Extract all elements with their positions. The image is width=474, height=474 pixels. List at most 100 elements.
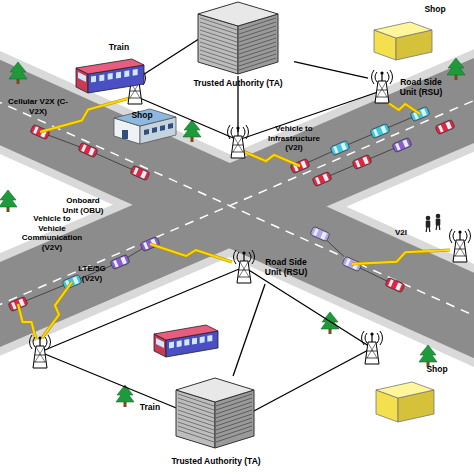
network-line [135,35,205,80]
vehicle-window [355,160,360,168]
vehicle-window [402,139,408,147]
wireless-bolt [150,244,232,262]
train-art [74,56,146,96]
vehicle-body [330,140,350,155]
train: Train [72,40,146,98]
wireless-bolt [352,250,450,264]
lane-marking [0,80,474,338]
train-window [184,339,189,346]
tower-brace [377,82,386,97]
annotation-label: V2I [386,228,416,238]
annotation-label: Cellular V2X (C-V2X) [6,97,70,116]
vehicle-window [362,156,368,164]
pedestrian-leg [439,225,441,230]
vehicle-window [345,258,351,266]
signal-wave [243,127,245,137]
server-rack-line [200,58,237,70]
signal-wave [387,72,389,82]
server-rack-line [216,430,252,442]
shop-roof [376,382,434,398]
trusted-authority: Trusted Authority (TA) [160,376,272,474]
shop-roof [374,22,432,38]
tree [447,58,465,75]
signal-wave [380,331,383,345]
vehicle-window [88,148,95,156]
signal-wave [453,231,455,241]
tower-brace [233,145,243,146]
train-art [152,322,220,360]
vehicle-window [133,167,139,175]
node-label: Shop [122,110,162,120]
tower-brace [455,241,464,256]
vehicle-window [315,177,320,185]
road-side-unit: Road Side Unit (RSU) [230,250,312,284]
vehicle-window [420,108,426,116]
tower-brace [238,277,250,278]
tower-body [231,136,245,158]
building-window [168,123,173,129]
road [0,80,474,338]
building-window [152,127,157,133]
vehicle [352,154,372,169]
building-window [160,125,165,131]
annotation-label: Vehicle to Infrastructure (V2I) [262,124,326,153]
train-window [169,342,174,349]
signal-wave [246,125,249,139]
node-label: Train [94,42,144,52]
server-top-face [198,2,278,26]
train-window [207,335,212,342]
vehicle [392,137,412,152]
vehicle-body [385,277,405,293]
tower-antenna [458,230,461,233]
network-link [233,284,265,376]
train-window [116,72,121,79]
train-window [108,73,113,80]
vehicle [370,123,390,138]
wireless-bolt [240,150,300,166]
tower-brace [378,82,387,97]
signal-wave [45,337,47,347]
vehicle-window [445,121,451,129]
road [0,79,474,326]
shop-art [374,380,436,424]
vehicle-body [310,226,330,242]
vehicle-body [312,171,332,186]
tower-antenna [38,336,41,339]
road-side-unit: Road Side Unit (RSU) [368,70,446,104]
vehicle-window [300,160,306,168]
tower-antenna [370,332,373,335]
wireless-bolt [384,100,420,114]
pedestrian-leg [429,227,431,232]
tower-brace [129,98,141,99]
pedestrian-leg [426,227,428,232]
node-label: Trusted Authority (TA) [160,456,272,466]
vehicle-body [392,137,412,152]
vehicle-window [340,142,346,150]
tower-brace [368,343,377,358]
building-window [144,129,149,135]
rsu-art [368,70,396,104]
signal-wave [48,335,51,349]
tower-brace [455,249,465,250]
pedestrian-head [436,214,441,219]
cell-tower [450,229,471,262]
node-label: Road Side Unit (RSU) [396,77,446,97]
tower-body [375,81,389,103]
tower-body [237,261,251,283]
tower-body [365,342,379,364]
vehicle-window [380,125,386,133]
vehicle-body [110,254,130,269]
tower-antenna [236,126,239,129]
shop-building: Shop [372,362,464,424]
tower-brace [35,355,45,356]
tower-antenna [380,71,383,74]
vehicle-window [120,256,126,264]
building-door [122,130,128,139]
signal-wave [450,229,453,243]
wireless-bolt [150,244,232,262]
pedestrian-body [436,219,441,226]
shop-building: Shop [110,106,180,146]
tower-brace [232,152,244,153]
pedestrian-head [426,216,431,221]
train-windshield [78,72,86,82]
